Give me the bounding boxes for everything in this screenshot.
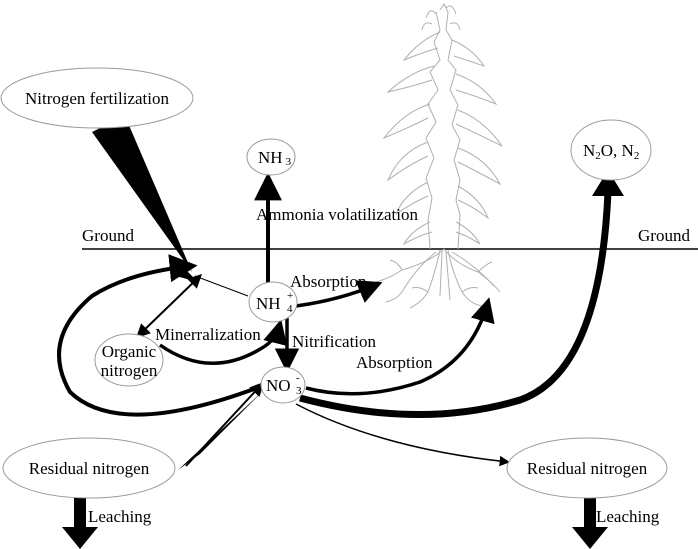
nitrification-label: Nitrification [292,332,377,351]
fertilization-input-wedge [92,116,192,272]
nh4-absorption-arrow [295,280,383,308]
no3-absorption-arrow [305,297,495,396]
ground-label-left: Ground [82,226,134,245]
n2o-n2-label: N2O, N2 [583,141,639,162]
organic-nitrogen-bubble [94,333,164,387]
no3-bubble [260,366,306,404]
nh4-label: NH [256,294,281,313]
nh4-charge: + [287,290,293,302]
denitrification-arrowhead [592,170,624,196]
absorption-label-upper: Absorption [290,272,367,291]
organic-nitrogen-line1: Organic [102,342,157,361]
plant-roots [375,248,501,309]
residual-nitrogen-left-bubble [2,437,176,499]
no3-label: NO [266,376,291,395]
residual-nitrogen-right-label: Residual nitrogen [527,459,648,478]
ground-label-right: Ground [638,226,690,245]
leaching-label-left: Leaching [88,507,152,526]
mineralization-label: Minerralization [155,325,261,344]
nitrogen-fertilization-label: Nitrogen fertilization [25,89,169,108]
nitrogen-fertilization-bubble [0,67,194,129]
no3-to-residual-right-arrow [295,403,511,467]
leaching-label-right: Leaching [596,507,660,526]
fertilization-to-nh4-line [194,275,249,297]
residual-nitrogen-left-label: Residual nitrogen [29,459,150,478]
nh4-bubble [248,281,298,323]
nh3-bubble [246,138,296,176]
absorption-label-lower: Absorption [356,353,433,372]
n2o-n2-bubble [570,119,652,181]
mineralization-arrow [158,319,288,365]
immobilization-arrow [135,274,203,338]
organic-nitrogen-line2: nitrogen [101,361,158,380]
denitrification-arrow [299,191,612,418]
no3-subscript: 3 [296,385,302,397]
residual-left-to-no3-arrow [185,381,264,467]
leaching-right-arrow [572,494,608,549]
nh4-subscript: 4 [287,303,293,315]
leaching-left-arrow [62,494,98,549]
ammonia-volatilization-label: Ammonia volatilization [256,205,418,224]
plant-illustration [382,3,503,250]
no3-charge: - [296,372,300,384]
no3-loop-arrow [57,254,263,417]
residual-nitrogen-right-bubble [506,437,668,499]
